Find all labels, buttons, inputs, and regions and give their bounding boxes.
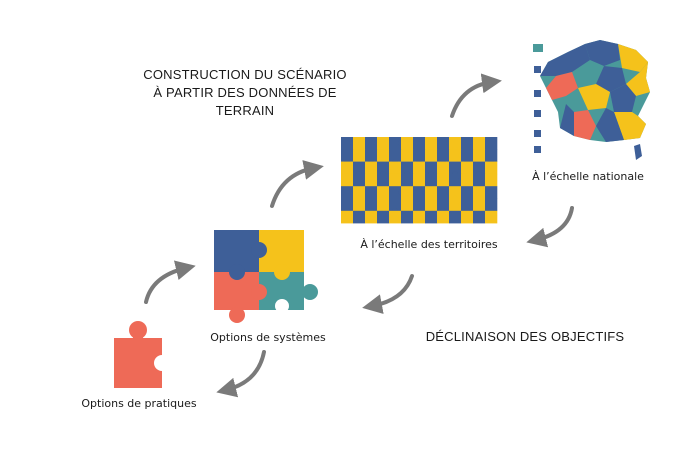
heading-construction: CONSTRUCTION DU SCÉNARIO À PARTIR DES DO… bbox=[130, 66, 360, 120]
caption-echelle-territoires: À l’échelle des territoires bbox=[360, 238, 498, 251]
single-puzzle-piece-icon bbox=[114, 321, 170, 388]
heading-construction-line1: CONSTRUCTION DU SCÉNARIO bbox=[143, 67, 347, 82]
caption-echelle-nationale: À l’échelle nationale bbox=[532, 170, 644, 183]
puzzle-grid-icon bbox=[341, 137, 498, 224]
heading-construction-line2: À PARTIR DES DONNÉES DE TERRAIN bbox=[153, 85, 337, 118]
france-map-icon bbox=[533, 40, 650, 160]
arrow-nationale-to-territoires bbox=[526, 206, 574, 248]
arrow-pratiques-to-systemes bbox=[144, 260, 196, 304]
heading-declinaison: DÉCLINAISON DES OBJECTIFS bbox=[425, 329, 625, 344]
caption-options-systemes: Options de systèmes bbox=[210, 331, 326, 344]
caption-options-pratiques: Options de pratiques bbox=[81, 397, 197, 410]
four-piece-puzzle-icon bbox=[214, 230, 318, 323]
arrow-territoires-to-nationale bbox=[450, 73, 502, 118]
arrow-systemes-to-pratiques bbox=[216, 350, 266, 398]
arrow-territoires-to-systemes bbox=[362, 274, 414, 314]
arrow-systemes-to-territoires bbox=[270, 160, 324, 208]
